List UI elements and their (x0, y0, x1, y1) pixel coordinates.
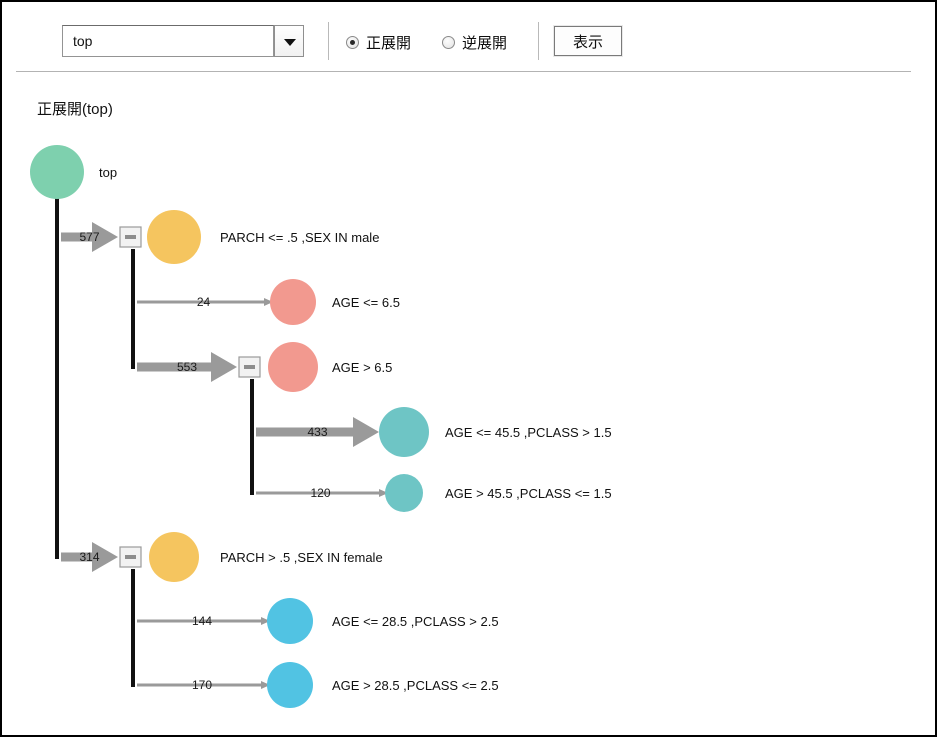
node-select-box[interactable]: top (62, 25, 274, 57)
chevron-down-glyph (284, 39, 296, 46)
edge-label-n2: 24 (197, 295, 211, 309)
edge-label-n3: 553 (177, 360, 197, 374)
show-button[interactable]: 表示 (553, 25, 623, 57)
radio-forward-expand[interactable]: 正展開 (346, 32, 411, 52)
radio-forward-label: 正展開 (366, 34, 412, 52)
edge-arrow-n1 (61, 222, 118, 252)
edge-arrow-n3 (137, 352, 237, 382)
node-label-root: top (99, 165, 117, 180)
edge-label-n6: 314 (79, 550, 99, 564)
edge-label-n7: 144 (192, 614, 212, 628)
node-label-n4: AGE <= 45.5 ,PCLASS > 1.5 (445, 425, 612, 440)
node-circle-n4[interactable] (379, 407, 429, 457)
node-circle-n1[interactable] (147, 210, 201, 264)
minus-icon (125, 555, 136, 559)
node-label-n1: PARCH <= .5 ,SEX IN male (220, 230, 379, 245)
edge-label-n1: 577 (79, 230, 99, 244)
node-select[interactable]: top (62, 25, 312, 59)
toolbar-rule (16, 71, 911, 72)
chevron-down-icon[interactable] (274, 25, 304, 57)
collapse-toggle-n1[interactable] (119, 226, 142, 248)
node-label-n5: AGE > 45.5 ,PCLASS <= 1.5 (445, 486, 612, 501)
node-label-n2: AGE <= 6.5 (332, 295, 400, 310)
node-circle-n6[interactable] (149, 532, 199, 582)
tree-heading: 正展開(top) (37, 101, 113, 118)
minus-icon (125, 235, 136, 239)
node-circle-n5[interactable] (385, 474, 423, 512)
edge-label-n8: 170 (192, 678, 212, 692)
radio-reverse-label: 逆展開 (462, 34, 508, 52)
radio-reverse-expand[interactable]: 逆展開 (442, 32, 507, 52)
node-circle-n3[interactable] (268, 342, 318, 392)
tree-graphic: 577 PARCH <= .5 ,SEX IN male 24 AGE <= 6.5 5… (30, 145, 612, 708)
node-label-n8: AGE > 28.5 ,PCLASS <= 2.5 (332, 678, 499, 693)
node-select-value: top (73, 33, 93, 49)
edge-label-n4: 433 (307, 425, 327, 439)
node-circle-n7[interactable] (267, 598, 313, 644)
edge-arrow-n4 (256, 417, 379, 447)
node-label-n3: AGE > 6.5 (332, 360, 392, 375)
collapse-toggle-n3[interactable] (238, 356, 261, 378)
node-circle-n8[interactable] (267, 662, 313, 708)
node-circle-n2[interactable] (270, 279, 316, 325)
radio-reverse-icon[interactable] (442, 35, 455, 49)
toolbar: top 正展開 逆展開 表示 (2, 2, 935, 72)
toolbar-divider-2 (538, 22, 539, 60)
collapse-toggle-n6[interactable] (119, 546, 142, 568)
radio-forward-icon[interactable] (346, 35, 359, 49)
node-label-n7: AGE <= 28.5 ,PCLASS > 2.5 (332, 614, 499, 629)
edge-arrow-n6 (61, 542, 118, 572)
edge-label-n5: 120 (310, 486, 330, 500)
node-label-n6: PARCH > .5 ,SEX IN female (220, 550, 383, 565)
node-circle-root[interactable] (30, 145, 84, 199)
minus-icon (244, 365, 255, 369)
toolbar-divider-1 (328, 22, 329, 60)
